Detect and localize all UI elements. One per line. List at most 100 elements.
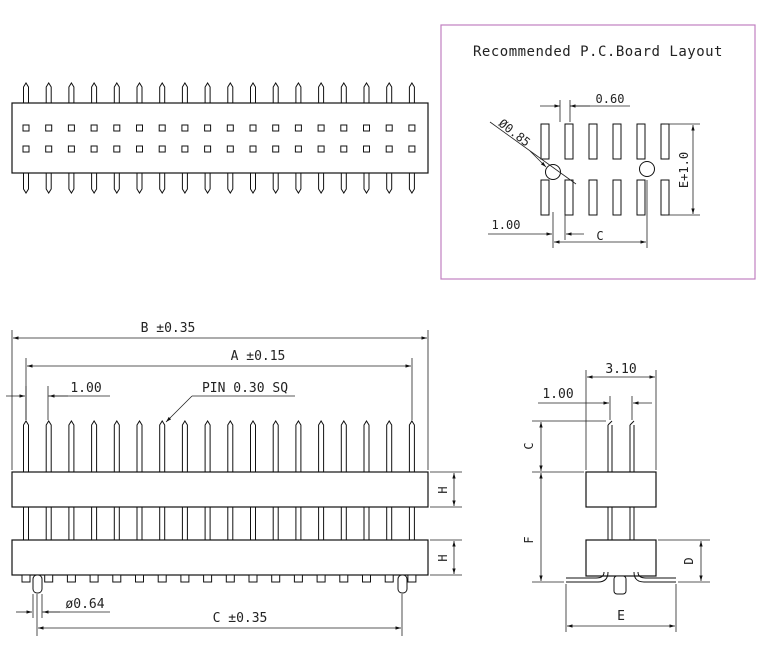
top-view-body — [11, 102, 429, 174]
top-hole — [204, 145, 212, 153]
front-pin — [386, 420, 393, 472]
top-pin — [204, 173, 211, 194]
top-pin — [295, 173, 302, 194]
front-solder-tab — [135, 574, 144, 583]
top-pin — [386, 173, 393, 194]
front-pin-segment — [250, 506, 256, 541]
top-pin — [159, 82, 166, 103]
top-pin — [204, 82, 211, 103]
top-hole — [249, 124, 257, 132]
side-dim-pitch-label: 1.00 — [542, 387, 573, 402]
front-dim-pitch-label: 1.00 — [70, 381, 101, 396]
front-solder-tab — [225, 574, 235, 583]
top-pin — [408, 82, 415, 103]
top-hole — [90, 124, 98, 132]
front-dim-h-top-label: H — [436, 486, 450, 493]
top-pin — [363, 173, 370, 194]
top-view-lower-pins — [23, 173, 415, 194]
top-pin — [250, 82, 256, 103]
pcb-pad — [636, 123, 646, 160]
top-pin — [136, 173, 143, 194]
pcb-dim-hole-label: Ø0.85 — [496, 116, 533, 149]
front-dim-h-bottom-label: H — [436, 554, 450, 561]
pcb-pad — [540, 123, 550, 160]
front-dim-pitch: 1.00 — [6, 381, 110, 420]
front-upper-body — [11, 471, 429, 508]
front-dim-post-label: ø0.64 — [65, 597, 104, 612]
side-dim-width: 3.10 — [585, 362, 657, 470]
top-pin — [227, 173, 234, 194]
top-hole — [385, 124, 393, 132]
top-hole — [340, 145, 348, 153]
top-hole — [363, 145, 370, 153]
top-hole — [294, 124, 302, 132]
side-dim-width-label: 3.10 — [605, 362, 636, 377]
front-solder-tab — [157, 574, 167, 583]
top-pin — [386, 82, 393, 103]
front-pin — [136, 420, 143, 472]
top-pin — [113, 82, 120, 103]
front-pin — [113, 420, 120, 472]
side-feet — [566, 571, 676, 595]
front-pin-segment — [408, 506, 415, 541]
top-hole — [294, 145, 302, 153]
pcb-pad — [564, 123, 574, 160]
top-pin — [23, 82, 29, 103]
front-pin — [181, 420, 188, 472]
pcb-pad — [540, 179, 550, 216]
front-lower-body — [11, 539, 429, 576]
top-pin — [68, 173, 75, 194]
pcb-pad — [636, 179, 646, 216]
top-hole — [204, 124, 212, 132]
top-pin — [340, 173, 347, 194]
front-solder-tab — [248, 574, 258, 583]
top-pin — [159, 173, 166, 194]
top-hole — [136, 145, 143, 153]
front-pin — [363, 420, 370, 472]
front-solder-tab — [293, 574, 303, 583]
top-pin — [181, 173, 188, 194]
top-view-holes — [22, 124, 416, 153]
front-pin — [408, 420, 415, 472]
top-pin — [91, 173, 98, 194]
top-hole — [45, 145, 53, 153]
front-pin-segment — [340, 506, 347, 541]
top-pin — [272, 82, 279, 103]
top-pin — [45, 82, 52, 103]
side-view: 3.10 1.00 C F — [522, 362, 710, 632]
top-hole — [67, 145, 75, 153]
front-dim-a-label: A ±0.15 — [231, 349, 286, 364]
front-pin-segment — [295, 506, 302, 541]
front-solder-tab — [384, 574, 394, 583]
top-hole — [67, 124, 75, 132]
top-pin — [23, 173, 29, 194]
front-dim-h-bottom: H — [430, 539, 462, 576]
front-dim-b-label: B ±0.35 — [141, 321, 196, 336]
front-pin-segment — [45, 506, 52, 541]
front-pin-segment — [318, 506, 325, 541]
front-pin — [159, 420, 166, 472]
top-pin — [227, 82, 234, 103]
side-dim-e-label: E — [617, 609, 625, 624]
top-hole — [385, 145, 393, 153]
top-hole — [340, 124, 348, 132]
top-hole — [317, 124, 325, 132]
side-dim-f-label: F — [522, 536, 536, 543]
pcb-pad — [660, 179, 670, 216]
top-hole — [249, 145, 257, 153]
pcb-locator-hole-right — [639, 161, 655, 177]
top-hole — [181, 124, 189, 132]
side-dim-e: E — [565, 584, 677, 632]
front-solder-tab — [89, 574, 99, 583]
pcb-locator-hole-left — [545, 164, 561, 180]
top-pin — [363, 82, 370, 103]
front-dim-post: ø0.64 — [16, 594, 110, 618]
front-solder-tab — [44, 574, 54, 583]
side-dim-c-label: C — [522, 442, 536, 449]
front-pin — [272, 420, 279, 472]
front-pin — [68, 420, 75, 472]
front-pin-segment — [272, 506, 279, 541]
side-dim-d-label: D — [682, 557, 696, 564]
front-pin-segment — [204, 506, 211, 541]
